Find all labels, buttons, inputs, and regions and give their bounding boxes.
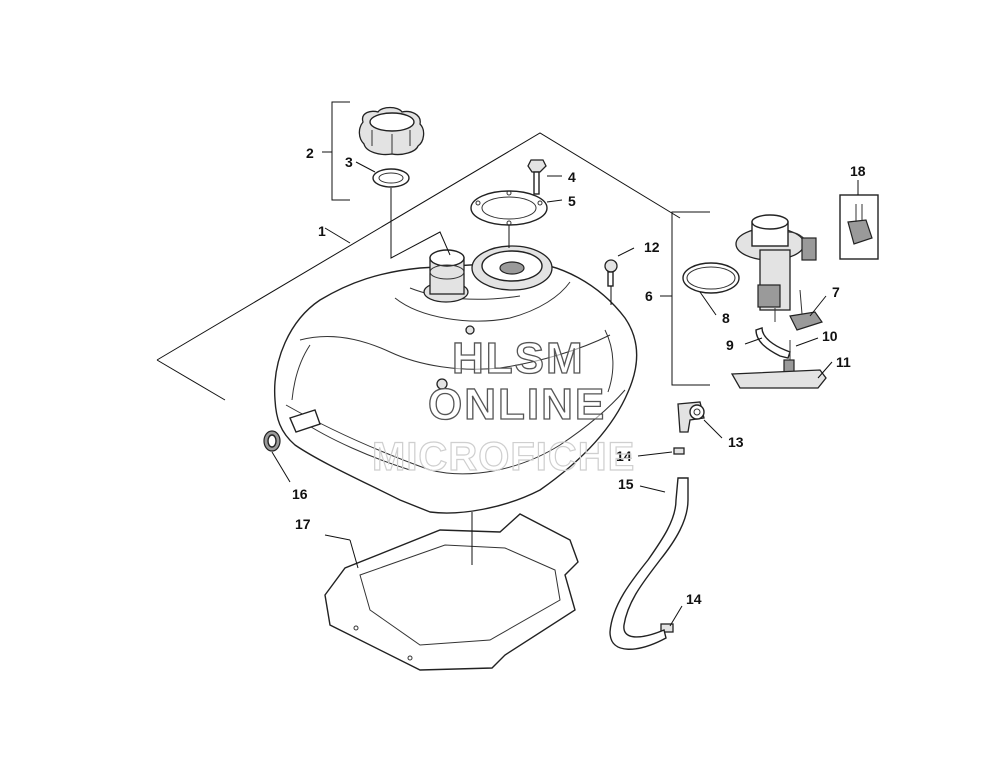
fuel-pump-assembly [735,214,817,322]
strainer [730,369,827,389]
fuel-sensor [789,289,823,331]
fuel-cap [358,106,425,156]
callout-2: 2 [306,145,314,161]
assembly-bracket-6 [671,211,710,386]
assembly-bracket-2 [331,101,350,201]
watermark-line-2: ONLINE [428,380,606,429]
watermark-line-3: MICROFICHE [372,435,635,479]
elbow-fitting [677,401,705,433]
callout-11: 11 [836,354,851,370]
skid-plate [324,513,579,671]
assembly-bracket-1 [156,132,681,361]
callout-9: 9 [726,337,734,353]
callout-8: 8 [722,310,730,326]
callout-18: 18 [850,163,866,179]
fastener [604,259,618,287]
pump-hose [755,327,791,359]
wiring-harness [839,194,879,260]
callout-7: 7 [832,284,840,300]
callout-12: 12 [644,239,660,255]
callout-15: 15 [618,476,634,492]
callout-17: 17 [295,516,311,532]
callout-1: 1 [318,223,326,239]
hose-clamp-upper [673,447,685,455]
callout-14-lower: 14 [686,591,702,607]
callout-13: 13 [728,434,744,450]
callout-14-upper: 14 [616,448,632,464]
callout-4: 4 [568,169,576,185]
callout-5: 5 [568,193,576,209]
screw [527,159,547,195]
callout-3: 3 [345,154,353,170]
cap-gasket [372,168,410,188]
callout-16: 16 [292,486,308,502]
lock-ring [470,190,548,226]
callout-6: 6 [645,288,653,304]
pump-o-ring [682,262,740,294]
callout-10: 10 [822,328,838,344]
grommet [263,430,281,452]
watermark-line-1: HLSM [452,334,585,383]
hose-clamp-lower [660,623,674,633]
fuel-hose [609,477,689,650]
fuel-tank [273,245,638,514]
